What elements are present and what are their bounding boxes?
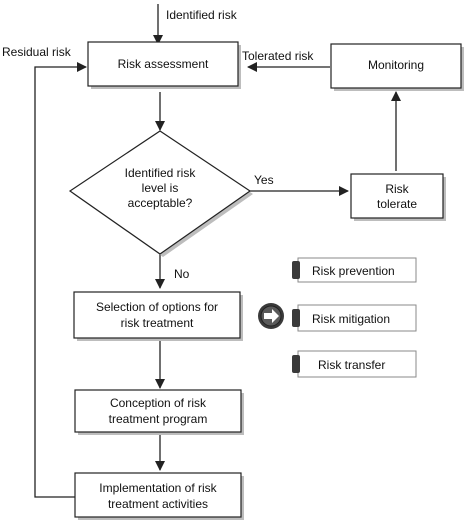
option-risk-mitigation: Risk mitigation xyxy=(292,304,417,332)
implementation-line-2: treatment activities xyxy=(108,497,208,511)
tab-marker-icon xyxy=(292,261,300,279)
tab-marker-icon xyxy=(292,355,300,373)
decision-line-1: Identified risk xyxy=(125,166,197,180)
option-risk-prevention-label: Risk prevention xyxy=(312,264,395,278)
risk-assessment-box: Risk assessment xyxy=(87,41,241,89)
risk-assessment-label: Risk assessment xyxy=(118,57,209,71)
selection-line-2: risk treatment xyxy=(121,316,194,330)
option-risk-transfer: Risk transfer xyxy=(292,350,417,378)
implementation-box: Implementation of risk treatment activit… xyxy=(74,472,244,520)
option-risk-prevention: Risk prevention xyxy=(292,257,417,283)
option-risk-mitigation-label: Risk mitigation xyxy=(312,312,390,326)
conception-line-1: Conception of risk xyxy=(110,396,207,410)
monitoring-box: Monitoring xyxy=(330,43,464,91)
decision-line-3: acceptable? xyxy=(128,196,193,210)
implementation-line-1: Implementation of risk xyxy=(99,481,217,495)
label-residual-risk: Residual risk xyxy=(2,45,72,59)
monitoring-label: Monitoring xyxy=(368,58,424,72)
risk-tolerate-box: Risk tolerate xyxy=(350,173,446,221)
conception-box: Conception of risk treatment program xyxy=(74,389,244,435)
label-identified-risk: Identified risk xyxy=(166,8,238,22)
connectors xyxy=(34,4,401,498)
option-risk-transfer-label: Risk transfer xyxy=(318,358,385,372)
risk-tolerate-line-2: tolerate xyxy=(377,197,417,211)
selection-options-box: Selection of options for risk treatment xyxy=(73,291,243,341)
arrow-circle-icon xyxy=(258,303,284,329)
decision-line-2: level is xyxy=(142,181,179,195)
conception-line-2: treatment program xyxy=(109,412,208,426)
tab-marker-icon xyxy=(292,309,300,327)
risk-tolerate-line-1: Risk xyxy=(385,182,409,196)
label-yes: Yes xyxy=(254,173,274,187)
label-no: No xyxy=(174,267,190,281)
residual-risk-loop xyxy=(34,62,87,498)
selection-line-1: Selection of options for xyxy=(96,300,218,314)
label-tolerated-risk: Tolerated risk xyxy=(242,49,314,63)
decision-diamond: Identified risk level is acceptable? xyxy=(68,130,253,257)
